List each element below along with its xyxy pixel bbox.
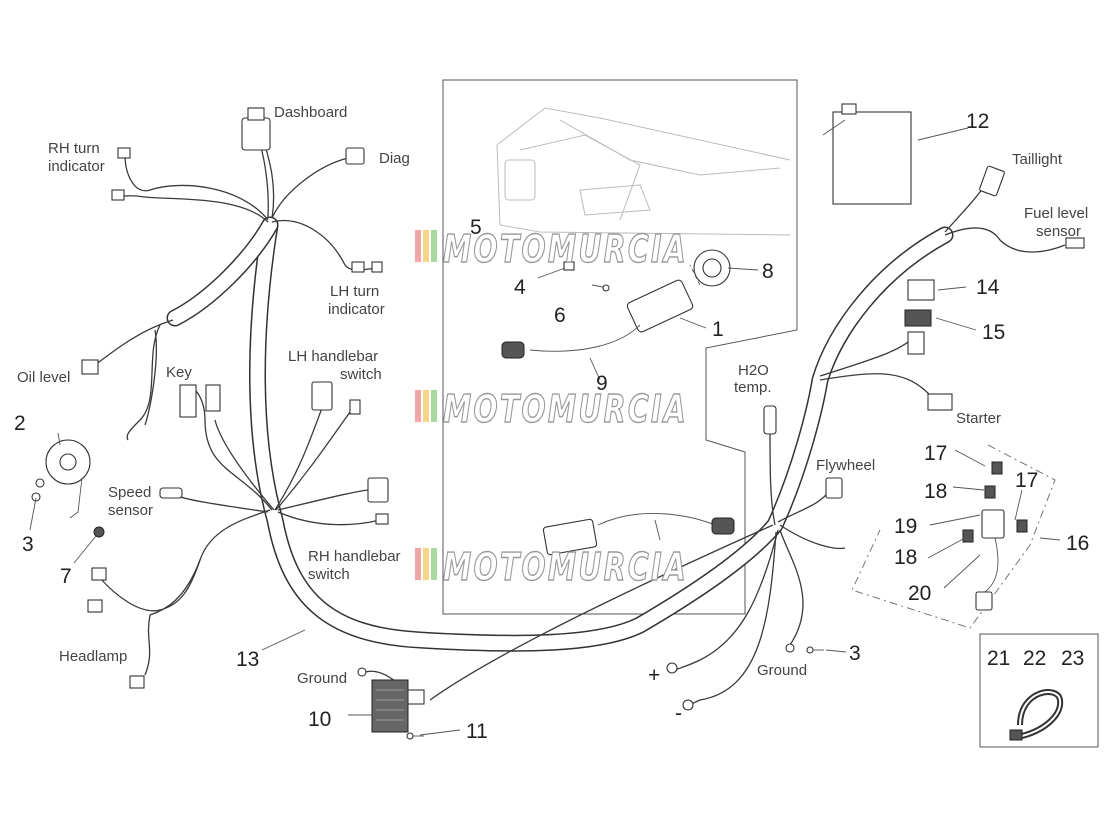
callout-leaders — [29, 127, 1061, 736]
label-lh-turn-1: LH turn — [330, 283, 379, 300]
watermark-middle: MOTOMURCIA — [415, 386, 688, 432]
label-rh-switch-2: switch — [308, 566, 350, 583]
callout-13: 13 — [236, 648, 259, 671]
callout-20: 20 — [908, 582, 931, 605]
label-fuel-1: Fuel level — [1024, 205, 1088, 222]
ignition-coil-2-icon — [542, 513, 735, 556]
bolt-icon — [31, 478, 105, 538]
label-h2o-1: H2O — [738, 362, 769, 379]
accessory-box-icon — [979, 633, 1099, 748]
starter-connector-icon — [927, 393, 953, 411]
label-oil-level: Oil level — [17, 369, 70, 386]
label-lh-switch-2: switch — [340, 366, 382, 383]
label-flywheel: Flywheel — [816, 457, 875, 474]
ignition-coil-icon — [501, 279, 694, 359]
callout-12: 12 — [966, 110, 989, 133]
label-rh-turn-1: RH turn — [48, 140, 100, 157]
oil-level-connector-icon — [81, 359, 99, 375]
label-key: Key — [166, 364, 192, 381]
callout-5: 5 — [470, 216, 482, 239]
label-rh-switch-1: RH handlebar — [308, 548, 401, 565]
label-dashboard: Dashboard — [274, 104, 347, 121]
diag-connector-icon — [345, 147, 365, 165]
callout-11: 11 — [466, 720, 488, 743]
callout-3-right: 3 — [849, 642, 861, 665]
components — [31, 103, 1099, 748]
callout-9: 9 — [596, 372, 608, 395]
label-h2o-2: temp. — [734, 379, 772, 396]
label-ground-left: Ground — [297, 670, 347, 687]
label-fuel-2: sensor — [1036, 223, 1081, 240]
label-headlamp: Headlamp — [59, 648, 127, 665]
callout-21: 21 — [987, 647, 1010, 670]
label-speed-2: sensor — [108, 502, 153, 519]
svg-text:MOTOMURCIA: MOTOMURCIA — [443, 545, 688, 589]
fuse-box-icon — [851, 444, 1056, 629]
ground-terminal-icon — [357, 643, 795, 711]
label-diag: Diag — [379, 150, 410, 167]
label-rh-turn-2: indicator — [48, 158, 105, 175]
label-plus: + — [648, 664, 660, 687]
label-ground-right: Ground — [757, 662, 807, 679]
watermark-top: MOTOMURCIA — [415, 226, 688, 272]
callout-17-right: 17 — [1015, 469, 1038, 492]
label-lh-switch-1: LH handlebar — [288, 348, 378, 365]
component-labels: Dashboard RH turn indicator Diag LH turn… — [17, 104, 1088, 725]
battery-icon — [822, 103, 912, 205]
label-lh-turn-2: indicator — [328, 301, 385, 318]
harness-wires — [94, 134, 1066, 706]
taillight-connector-icon — [979, 165, 1005, 197]
ecu-unit-icon — [693, 249, 731, 287]
callout-numbers: 1 2 3 3 4 5 6 7 8 9 10 11 12 13 14 15 16… — [14, 110, 1089, 743]
callout-16: 16 — [1066, 532, 1089, 555]
h2o-temp-sensor-icon — [763, 405, 777, 435]
callout-14: 14 — [976, 276, 1000, 299]
fuel-level-connector-icon — [1065, 237, 1085, 249]
svg-text:MOTOMURCIA: MOTOMURCIA — [443, 387, 688, 431]
callout-15: 15 — [982, 321, 1005, 344]
frame-sketch — [496, 107, 791, 236]
label-starter: Starter — [956, 410, 1001, 427]
lh-turn-indicator-connectors-icon — [351, 261, 383, 273]
watermark-bottom: MOTOMURCIA — [415, 544, 688, 590]
label-speed-1: Speed — [108, 484, 151, 501]
callout-18-top: 18 — [924, 480, 947, 503]
callout-3-left: 3 — [22, 533, 34, 556]
flywheel-connector-icon — [825, 477, 843, 499]
svg-text:MOTOMURCIA: MOTOMURCIA — [443, 227, 688, 271]
callout-19: 19 — [894, 515, 917, 538]
callout-2: 2 — [14, 412, 26, 435]
callout-6: 6 — [554, 304, 566, 327]
lh-handlebar-switch-connector-icon — [311, 381, 361, 415]
callout-23: 23 — [1061, 647, 1084, 670]
rh-handlebar-switch-connector-icon — [367, 477, 389, 525]
callout-8: 8 — [762, 260, 774, 283]
screw-icon — [406, 261, 824, 740]
label-taillight: Taillight — [1012, 151, 1063, 168]
dashboard-connector-icon — [241, 107, 271, 151]
rh-turn-indicator-connectors-icon — [111, 147, 131, 201]
key-switch-connectors-icon — [179, 384, 221, 418]
headlamp-connectors-icon — [87, 567, 145, 689]
label-minus: - — [675, 702, 682, 725]
callout-7: 7 — [60, 565, 72, 588]
callout-18-bottom: 18 — [894, 546, 917, 569]
watermark: MOTOMURCIA MOTOMURCIA MOTOMURCIA — [415, 226, 688, 590]
callout-1: 1 — [712, 318, 724, 341]
speed-sensor-icon — [159, 487, 183, 499]
callout-4: 4 — [514, 276, 526, 299]
horn-icon — [45, 439, 91, 519]
callout-17-top: 17 — [924, 442, 947, 465]
callout-10: 10 — [308, 708, 331, 731]
inset-frame — [442, 79, 798, 615]
relay-icon — [904, 279, 935, 355]
regulator-icon — [371, 679, 425, 733]
callout-22: 22 — [1023, 647, 1046, 670]
